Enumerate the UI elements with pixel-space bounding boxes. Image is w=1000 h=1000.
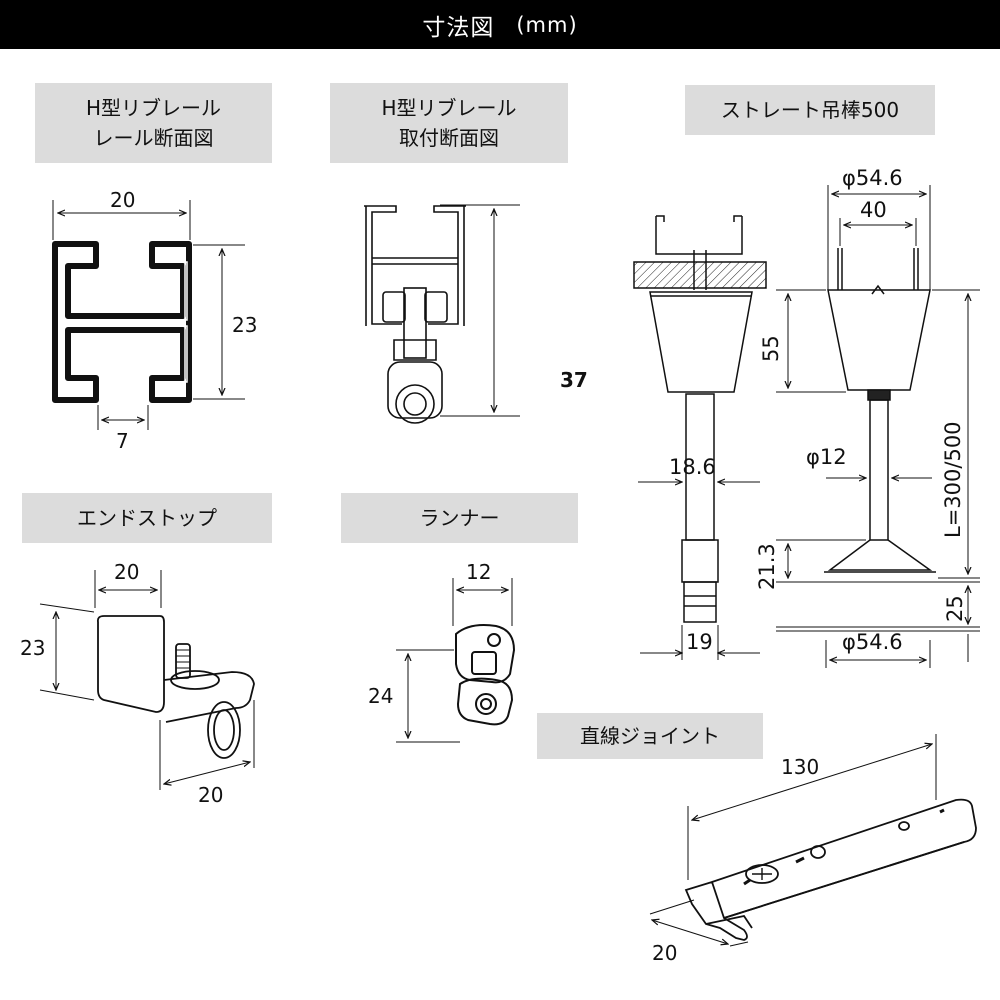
dim-runner-height: 24: [368, 684, 394, 708]
rail-section-line1: H型リブレール: [85, 96, 222, 120]
dim-endstop-depth: 20: [198, 783, 224, 807]
label-end-stop: エンドストップ: [22, 493, 272, 543]
rail-section-line2: レール断面図: [93, 126, 214, 150]
dim-rod-pin-span: 40: [860, 198, 887, 222]
dim-rod-cone-height: 55: [759, 335, 783, 362]
dim-joint-length: 130: [781, 755, 820, 779]
dim-rail-width: 20: [110, 188, 136, 212]
rail-profile-drawing: [52, 241, 192, 403]
mount-section-drawing: [364, 205, 466, 424]
label-mount-section: H型リブレール 取付断面図: [330, 83, 568, 163]
dim-rod-bottom-diameter: φ54.6: [842, 630, 903, 654]
runner-label: ランナー: [419, 506, 500, 530]
rod-side-view-drawing: [633, 215, 767, 623]
end-stop-label: エンドストップ: [77, 506, 217, 530]
rod-label: ストレート吊棒500: [720, 98, 900, 122]
dim-rod-top-diameter: φ54.6: [842, 166, 903, 190]
rod-front-view-drawing: [824, 248, 936, 573]
dim-rail-height: 23: [232, 313, 258, 337]
dim-rod-shaft-diameter: φ12: [806, 445, 847, 469]
unit-label: (mm): [516, 12, 578, 37]
dim-rod-length: L=300/500: [941, 421, 965, 538]
mount-section-line2: 取付断面図: [399, 126, 499, 150]
label-straight-rod: ストレート吊棒500: [685, 85, 935, 135]
label-runner: ランナー: [341, 493, 578, 543]
dim-mount-height: 37: [560, 368, 588, 392]
dim-rail-gap: 7: [116, 429, 129, 453]
page-title: 寸法図: [422, 14, 495, 41]
dim-rod-shaft-width: 18.6: [669, 455, 716, 479]
dim-rod-rail-width: 19: [686, 630, 713, 654]
dim-endstop-height: 23: [20, 636, 46, 660]
runner-drawing: [455, 624, 516, 726]
dim-endstop-width: 20: [114, 560, 140, 584]
end-stop-drawing: [96, 615, 255, 759]
dim-joint-width: 20: [652, 941, 678, 965]
label-rail-section: H型リブレール レール断面図: [35, 83, 272, 163]
title-bar: 寸法図 (mm): [0, 0, 1000, 49]
straight-joint-drawing: [684, 798, 977, 941]
dim-rod-base-gap: 25: [943, 595, 967, 622]
dim-rod-collar-height: 21.3: [755, 543, 779, 590]
mount-section-line1: H型リブレール: [381, 96, 517, 120]
dim-runner-width: 12: [466, 560, 492, 584]
